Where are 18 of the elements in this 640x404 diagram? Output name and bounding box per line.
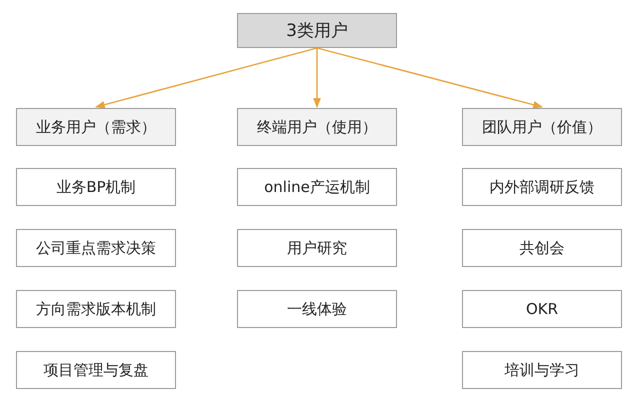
item-box: 业务BP机制: [16, 168, 176, 206]
arrow: [95, 47, 318, 108]
arrow: [316, 47, 543, 109]
item-box: 项目管理与复盘: [16, 351, 176, 389]
item-box: 公司重点需求决策: [16, 229, 176, 267]
category-box: 终端用户（使用）: [237, 108, 397, 146]
item-box: 培训与学习: [462, 351, 622, 389]
item-box: online产运机制: [237, 168, 397, 206]
item-box: 方向需求版本机制: [16, 290, 176, 328]
item-box: OKR: [462, 290, 622, 328]
item-box: 共创会: [462, 229, 622, 267]
arrow: [313, 48, 321, 108]
item-box: 内外部调研反馈: [462, 168, 622, 206]
item-box: 用户研究: [237, 229, 397, 267]
category-box: 团队用户（价值）: [462, 108, 622, 146]
category-box: 业务用户（需求）: [16, 108, 176, 146]
root-box: 3类用户: [237, 13, 397, 48]
item-box: 一线体验: [237, 290, 397, 328]
